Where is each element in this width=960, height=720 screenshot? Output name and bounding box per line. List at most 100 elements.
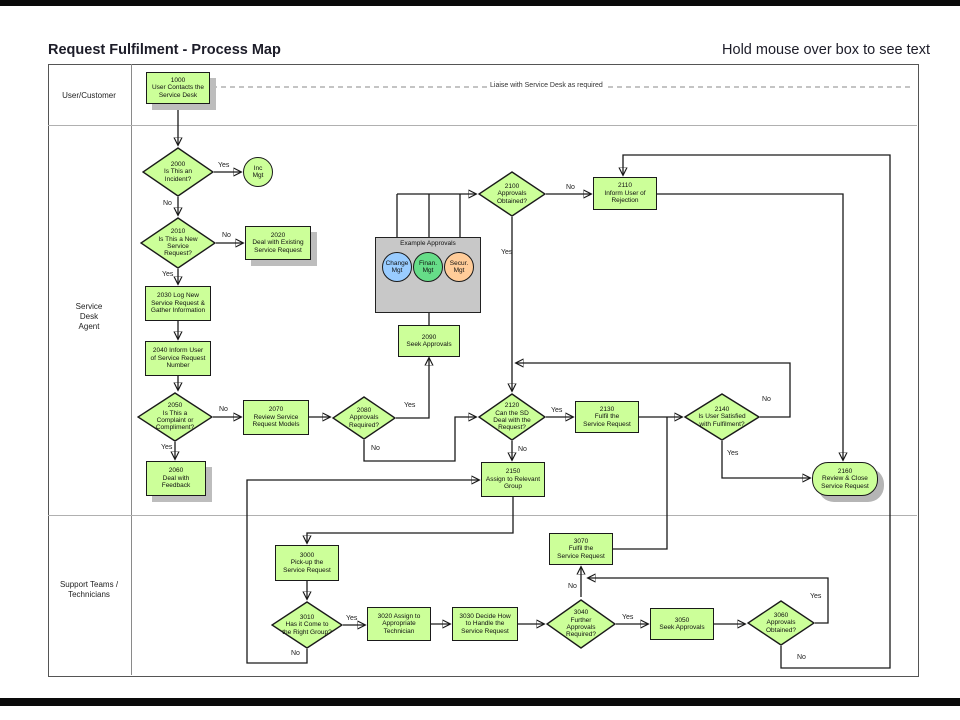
- edge-label-3010-yes: Yes: [346, 615, 358, 622]
- node-2070-review-models[interactable]: 2070 Review Service Request Models: [243, 400, 309, 435]
- edge-label-2000-yes: Yes: [218, 162, 230, 169]
- node-3040-further-approvals[interactable]: 3040 Further Approvals Required?: [546, 599, 616, 649]
- node-2120-can-sd-deal[interactable]: 2120 Can the SD Deal with the Request?: [478, 393, 546, 441]
- edge-label-3040-no: No: [568, 583, 577, 590]
- edge-label-2080-no: No: [371, 445, 380, 452]
- node-3060-approvals-obtained[interactable]: 3060 Approvals Obtained?: [747, 600, 815, 646]
- node-2060-deal-feedback[interactable]: 2060 Deal with Feedback: [146, 461, 206, 496]
- node-change-mgt[interactable]: Change Mgt: [382, 252, 412, 282]
- liaise-annotation: Liaise with Service Desk as required: [487, 81, 606, 89]
- node-2110-inform-rejection[interactable]: 2110 Inform User of Rejection: [593, 177, 657, 210]
- lane-label-user-customer: User/Customer: [62, 91, 116, 100]
- edge-label-3060-yes: Yes: [810, 593, 822, 600]
- node-2130-fulfil-request[interactable]: 2130 Fulfil the Service Request: [575, 401, 639, 433]
- edge-3060-no-2110: [623, 154, 891, 669]
- node-2080-approvals-required[interactable]: 2080 Approvals Required?: [332, 396, 396, 440]
- lane-divider-2: [48, 515, 917, 516]
- top-letterbox-bar: [0, 0, 960, 6]
- node-3070-label: 3070 Fulfil the Service Request: [557, 537, 605, 560]
- node-2140-label: 2140 Is User Satisfied with Fulfilment?: [698, 405, 746, 428]
- swimlane-frame: [48, 64, 919, 677]
- edge-2080-no-2120: [363, 417, 476, 462]
- edge-2110-2160: [657, 193, 843, 460]
- edge-label-3060-no: No: [797, 654, 806, 661]
- node-inc-mgt-label: Inc Mgt: [252, 164, 264, 179]
- hover-hint-text: Hold mouse over box to see text: [722, 42, 930, 58]
- node-2020-deal-existing[interactable]: 2020 Deal with Existing Service Request: [245, 226, 311, 260]
- node-inc-mgt[interactable]: Inc Mgt: [243, 157, 273, 187]
- edge-2080-yes-2090: [396, 358, 429, 419]
- node-2030-label: 2030 Log New Service Request & Gather In…: [150, 292, 206, 315]
- node-2150-label: 2150 Assign to Relevant Group: [485, 468, 541, 491]
- node-3010-right-group[interactable]: 3010 Has it Come to the Right Group?: [271, 601, 343, 649]
- node-2060-label: 2060 Deal with Feedback: [161, 467, 191, 490]
- edge-label-2100-yes: Yes: [501, 249, 513, 256]
- node-2110-label: 2110 Inform User of Rejection: [604, 182, 646, 205]
- node-2160-review-close[interactable]: 2160 Review & Close Service Request: [812, 462, 878, 496]
- node-2100-label: 2100 Approvals Obtained?: [497, 182, 527, 205]
- edge-2140-yes-2160: [721, 441, 810, 478]
- edge-2140-no-2120: [516, 363, 791, 418]
- node-2100-approvals-obtained[interactable]: 2100 Approvals Obtained?: [478, 171, 546, 217]
- edge-label-2050-yes: Yes: [161, 444, 173, 451]
- node-2130-label: 2130 Fulfil the Service Request: [583, 405, 631, 428]
- node-2000-is-incident[interactable]: 2000 Is This an Incident?: [142, 147, 214, 197]
- node-3030-label: 3030 Decide How to Handle the Service Re…: [459, 612, 511, 635]
- edge-label-3010-no: No: [291, 650, 300, 657]
- node-3010-label: 3010 Has it Come to the Right Group?: [282, 613, 332, 636]
- node-3030-decide-how[interactable]: 3030 Decide How to Handle the Service Re…: [452, 607, 518, 641]
- node-2050-label: 2050 Is This a Complaint or Compliment?: [155, 402, 195, 432]
- edge-3010-no-2150: [246, 480, 479, 664]
- node-3070-fulfil-request[interactable]: 3070 Fulfil the Service Request: [549, 533, 613, 565]
- node-2160-label: 2160 Review & Close Service Request: [821, 467, 869, 490]
- node-3020-label: 3020 Assign to Appropriate Technician: [377, 612, 421, 635]
- node-2080-label: 2080 Approvals Required?: [349, 406, 379, 429]
- edge-label-2120-yes: Yes: [551, 407, 563, 414]
- node-3000-pickup-request[interactable]: 3000 Pick-up the Service Request: [275, 545, 339, 581]
- node-2010-new-service-request[interactable]: 2010 Is This a New Service Request?: [140, 217, 216, 269]
- node-2090-label: 2090 Seek Approvals: [406, 333, 452, 348]
- node-3020-assign-technician[interactable]: 3020 Assign to Appropriate Technician: [367, 607, 431, 641]
- node-finan-mgt[interactable]: Finan. Mgt: [413, 252, 443, 282]
- node-secur-mgt-label: Secur. Mgt: [449, 259, 469, 274]
- node-2140-user-satisfied[interactable]: 2140 Is User Satisfied with Fulfilment?: [684, 393, 760, 441]
- node-3050-seek-approvals[interactable]: 3050 Seek Approvals: [650, 608, 714, 640]
- node-3050-label: 3050 Seek Approvals: [659, 616, 705, 631]
- node-2150-assign-relevant-group[interactable]: 2150 Assign to Relevant Group: [481, 462, 545, 497]
- example-approvals-title: Example Approvals: [400, 240, 456, 247]
- node-secur-mgt[interactable]: Secur. Mgt: [444, 252, 474, 282]
- bottom-letterbox-bar: [0, 698, 960, 706]
- edge-label-2050-no: No: [219, 406, 228, 413]
- node-3060-label: 3060 Approvals Obtained?: [766, 611, 796, 634]
- edge-label-3040-yes: Yes: [622, 614, 634, 621]
- node-2030-log-new-request[interactable]: 2030 Log New Service Request & Gather In…: [145, 286, 211, 321]
- node-1000-user-contacts[interactable]: 1000 User Contacts the Service Desk: [146, 72, 210, 104]
- lane-label-divider: [131, 64, 132, 675]
- node-finan-mgt-label: Finan. Mgt: [418, 259, 438, 274]
- page-title: Request Fulfilment - Process Map: [48, 42, 281, 58]
- node-2020-label: 2020 Deal with Existing Service Request: [252, 231, 304, 254]
- edge-label-2140-no: No: [762, 396, 771, 403]
- node-2120-label: 2120 Can the SD Deal with the Request?: [493, 402, 531, 432]
- edge-3070-merge-2140: [613, 417, 668, 550]
- node-3000-label: 3000 Pick-up the Service Request: [283, 551, 331, 574]
- node-2050-complaint-compliment[interactable]: 2050 Is This a Complaint or Compliment?: [137, 392, 213, 442]
- edge-2150-3000: [307, 497, 514, 543]
- node-2010-label: 2010 Is This a New Service Request?: [158, 228, 198, 258]
- node-2090-seek-approvals[interactable]: 2090 Seek Approvals: [398, 325, 460, 357]
- edge-label-2100-no: No: [566, 184, 575, 191]
- node-3040-label: 3040 Further Approvals Required?: [566, 609, 596, 639]
- node-2040-label: 2040 Inform User of Service Request Numb…: [150, 347, 206, 370]
- lane-divider-1: [48, 125, 917, 126]
- node-change-mgt-label: Change Mgt: [385, 259, 409, 274]
- edge-label-2120-no: No: [518, 446, 527, 453]
- node-1000-label: 1000 User Contacts the Service Desk: [151, 76, 205, 99]
- edge-label-2010-yes: Yes: [162, 271, 174, 278]
- node-2040-inform-user-number[interactable]: 2040 Inform User of Service Request Numb…: [145, 341, 211, 376]
- edge-label-2010-no: No: [222, 232, 231, 239]
- edge-3060-yes-3070: [588, 578, 829, 624]
- lane-label-support-teams: Support Teams / Technicians: [59, 580, 119, 599]
- edge-label-2000-no: No: [163, 200, 172, 207]
- node-2070-label: 2070 Review Service Request Models: [252, 406, 300, 429]
